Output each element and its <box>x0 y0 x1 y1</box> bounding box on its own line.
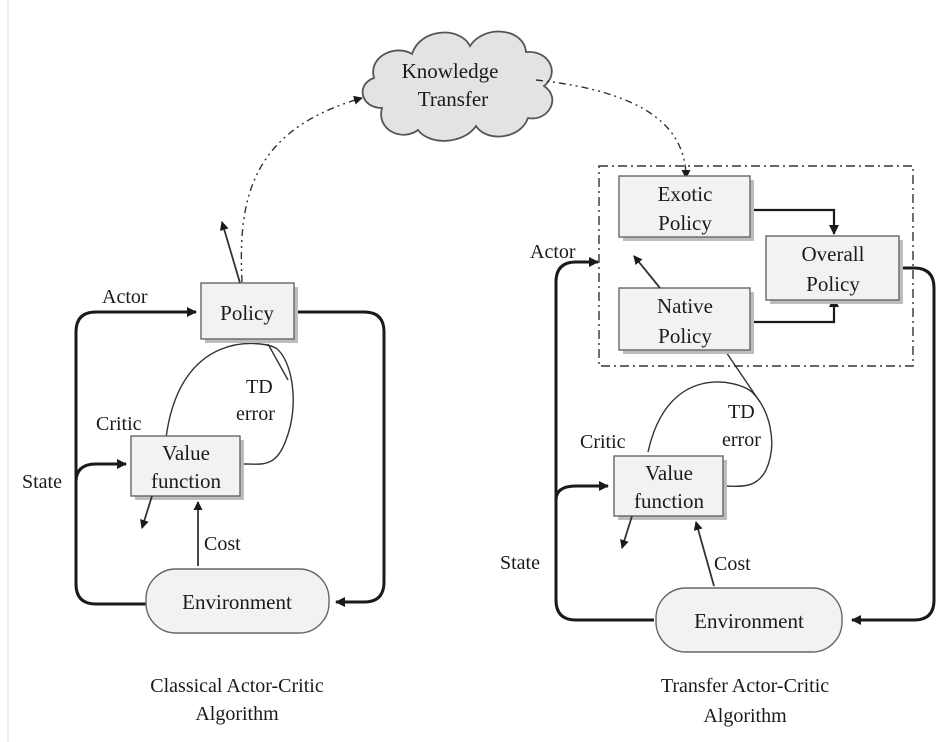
right-caption-line1: Transfer Actor-Critic <box>661 675 829 697</box>
left-td-error-curve <box>165 342 294 465</box>
native-policy-box <box>618 287 751 351</box>
exotic-policy-line2: Policy <box>658 211 712 235</box>
right-state-label: State <box>500 552 540 574</box>
right-actor-label: Actor <box>530 241 576 263</box>
right-critic-arrow <box>620 515 633 549</box>
right-td-line2: error <box>722 429 761 451</box>
right-cost-label: Cost <box>714 553 751 575</box>
left-critic-arrow <box>140 495 153 529</box>
cloud-label-line1: Knowledge <box>402 59 499 83</box>
native-policy-line1: Native <box>657 294 713 318</box>
transfer-actor-critic: Exotic Policy Overall Policy Native Poli… <box>500 165 936 727</box>
overall-policy-box <box>765 235 900 301</box>
left-action-loop <box>296 310 386 607</box>
left-policy-label: Policy <box>220 301 274 325</box>
classical-actor-critic: Policy Value function Environment Actor … <box>22 221 386 725</box>
left-value-box <box>130 435 241 497</box>
right-environment-label: Environment <box>694 609 804 633</box>
overall-policy-line2: Policy <box>806 272 860 296</box>
knowledge-transfer-cloud: Knowledge Transfer <box>361 30 554 142</box>
left-cost-label: Cost <box>204 533 241 555</box>
left-td-error-link <box>267 343 289 381</box>
left-caption-line2: Algorithm <box>195 703 279 725</box>
right-state-actor-loop <box>554 257 654 622</box>
right-cost-arrow <box>693 521 715 587</box>
left-value-line2: function <box>151 469 221 493</box>
right-value-line1: Value <box>645 461 693 485</box>
right-policy-frame <box>598 165 914 367</box>
cloud-label-line2: Transfer <box>418 87 488 111</box>
right-environment-box <box>655 587 843 653</box>
right-caption-line2: Algorithm <box>703 705 787 727</box>
overall-policy-line1: Overall <box>802 242 865 266</box>
left-policy-box <box>200 282 295 340</box>
right-action-loop <box>851 266 936 625</box>
right-critic-label: Critic <box>580 431 626 453</box>
exotic-to-overall-arrow <box>752 208 839 235</box>
left-critic-label: Critic <box>96 413 142 435</box>
transfer-link-to-cloud <box>240 95 363 283</box>
right-td-line1: TD <box>728 401 755 423</box>
right-td-error-curve <box>647 381 773 488</box>
left-td-line1: TD <box>246 376 273 398</box>
left-state-to-critic <box>74 459 127 483</box>
transfer-link-from-cloud <box>535 79 691 179</box>
left-state-label: State <box>22 471 62 493</box>
exotic-policy-box <box>618 175 751 238</box>
left-td-line2: error <box>236 403 275 425</box>
right-value-line2: function <box>634 489 704 513</box>
native-policy-line2: Policy <box>658 324 712 348</box>
right-state-to-critic <box>554 481 609 501</box>
native-policy-arrow <box>633 255 661 289</box>
left-state-actor-loop <box>74 307 197 606</box>
left-caption-line1: Classical Actor-Critic <box>150 675 324 697</box>
left-value-line1: Value <box>162 441 210 465</box>
left-policy-arrow <box>219 221 241 284</box>
exotic-policy-line1: Exotic <box>658 182 713 206</box>
left-environment-label: Environment <box>182 590 292 614</box>
left-actor-label: Actor <box>102 286 148 308</box>
right-td-error-link <box>725 351 761 403</box>
left-environment-box <box>145 568 330 634</box>
right-value-box <box>613 455 724 517</box>
native-to-overall-arrow <box>752 297 839 324</box>
